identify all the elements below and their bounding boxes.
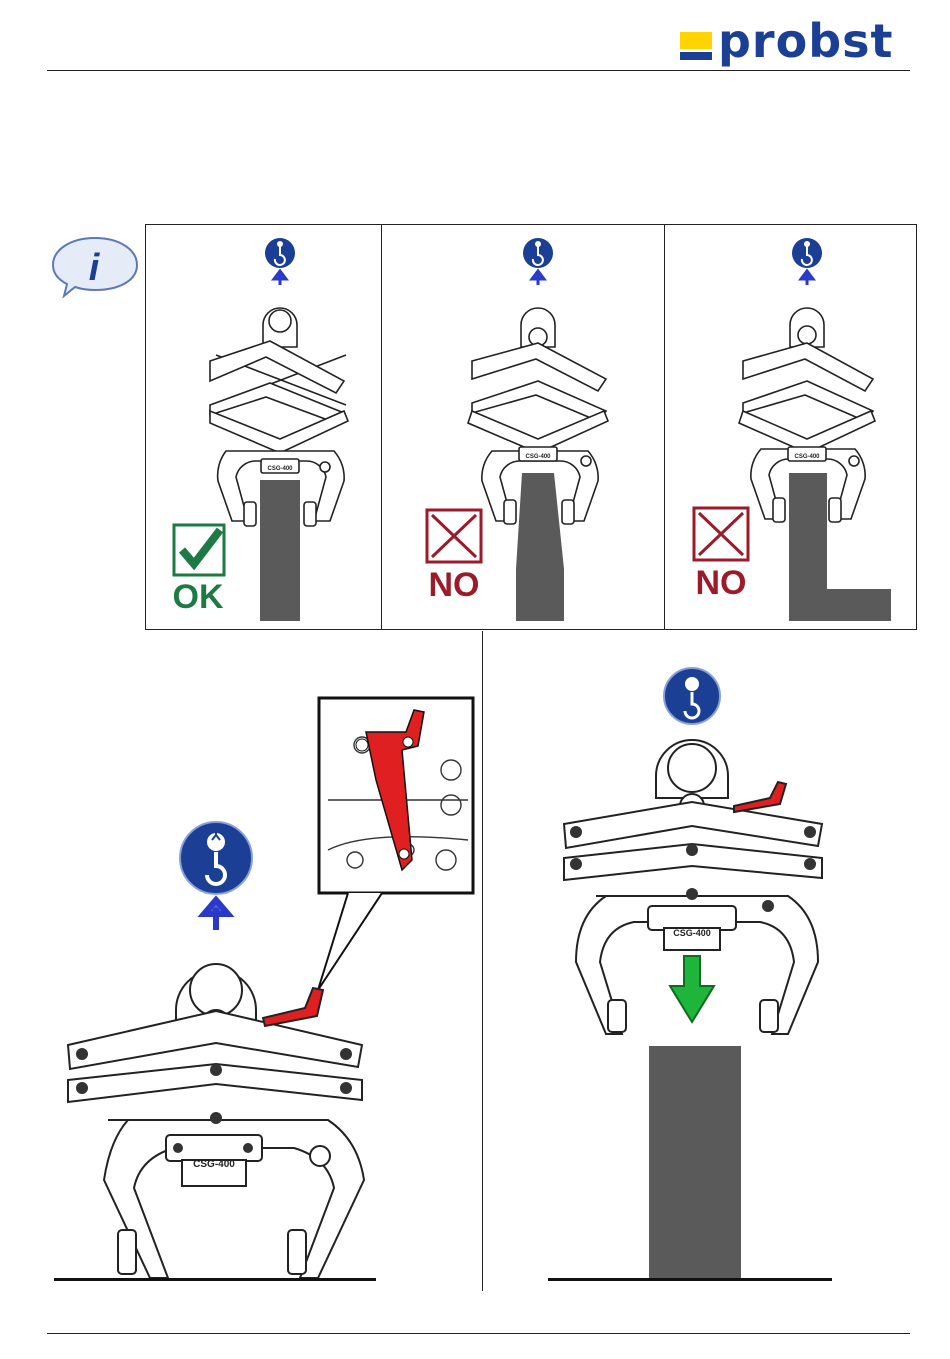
verdict-label: OK — [173, 578, 224, 616]
lift-arrow-icon — [274, 271, 286, 285]
clamp-open-lever-illustration: CSG-400 — [48, 690, 480, 1290]
header-rule — [47, 70, 910, 71]
panel-no-l-shaped: CSG-400 NO — [665, 225, 916, 629]
verdict-label: NO — [429, 566, 480, 604]
checkmark-icon — [174, 525, 224, 575]
section-divider — [482, 631, 483, 1291]
info-speech-bubble-icon: i — [50, 234, 140, 300]
ground-line — [548, 1278, 832, 1281]
crane-hook-icon — [523, 238, 553, 268]
footer-rule — [47, 1333, 910, 1334]
load-block — [649, 1046, 741, 1278]
panel-ok: CSG-400 OK — [146, 225, 380, 629]
crane-hook-icon — [664, 668, 720, 724]
crane-hook-icon — [792, 238, 822, 268]
logo-mark-icon — [680, 32, 712, 60]
lever-detail-inset — [318, 698, 473, 990]
clamp-label: CSG-400 — [794, 454, 820, 460]
lower-arrow-icon — [670, 956, 714, 1022]
clamp-lower-onto-load-illustration: CSG-400 — [540, 666, 840, 1286]
load-tapered — [516, 473, 564, 621]
lift-arrow-icon — [801, 271, 813, 285]
load-straight — [260, 480, 300, 621]
cross-icon — [694, 508, 748, 560]
clamp-label: CSG-400 — [525, 454, 551, 460]
logo-wordmark: probst — [718, 14, 894, 68]
verdict-label: NO — [696, 564, 747, 602]
ground-line — [54, 1278, 376, 1281]
cross-icon — [427, 510, 481, 562]
load-l-shaped — [789, 473, 891, 621]
clamp-label: CSG-400 — [193, 1159, 235, 1170]
lift-arrow-icon — [204, 900, 228, 930]
crane-hook-icon — [180, 822, 252, 894]
probst-logo: probst — [680, 22, 910, 68]
panel-no-tapered: CSG-400 NO — [382, 225, 663, 629]
info-glyph: i — [89, 247, 101, 289]
clamp-label: CSG-400 — [673, 928, 711, 938]
lift-arrow-icon — [532, 271, 544, 285]
clamp-label: CSG-400 — [267, 466, 293, 472]
crane-hook-icon — [265, 238, 295, 268]
